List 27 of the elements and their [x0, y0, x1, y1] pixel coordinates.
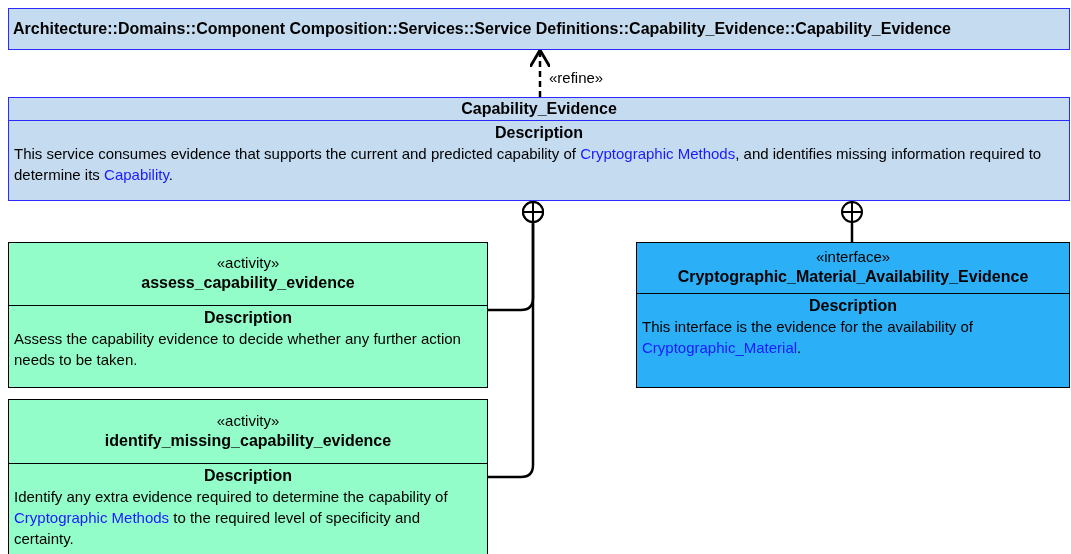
- stereotype-label: «activity»: [216, 411, 280, 430]
- package-box: [8, 8, 1070, 50]
- connector: [488, 201, 544, 479]
- section-heading: Description: [204, 466, 292, 486]
- class-box: [8, 242, 488, 388]
- class-box: [8, 399, 488, 554]
- edge-label: «refine»: [548, 69, 605, 86]
- description-text: This service consumes evidence that supports the current and predicted capability of Cryptographic Methods, and identifies missing information required to determine its Capability.: [14, 144, 1043, 185]
- section-heading: Description: [204, 308, 292, 328]
- element-name: assess_capability_evidence: [141, 273, 355, 293]
- section-heading: Description: [809, 296, 897, 316]
- link: Capability: [104, 166, 169, 183]
- description-text: Identify any extra evidence required to determine the capability of Cryptographic Methods to the required level of specificity and certainty.: [14, 487, 449, 549]
- description-text: Assess the capability evidence to decide whether any further action needs to be taken.: [14, 329, 462, 370]
- element-name: Capability_Evidence: [461, 99, 617, 119]
- link: Cryptographic_Material: [642, 339, 798, 356]
- element-name: Architecture::Domains::Component Composition::Services::Service Definitions::Capability_Evidence::Capability_Evidence: [13, 19, 951, 39]
- package-box: [8, 97, 1070, 201]
- element-name: identify_missing_capability_evidence: [104, 430, 392, 451]
- description-text: This interface is the evidence for the availability of Cryptographic_Material.: [642, 317, 974, 358]
- dashed-arrow: [528, 48, 552, 97]
- stereotype-label: «interface»: [815, 248, 891, 266]
- element-name: Cryptographic_Material_Availability_Evidence: [677, 267, 1029, 287]
- class-box: [636, 242, 1070, 388]
- stereotype-label: «activity»: [216, 254, 280, 272]
- link: Cryptographic Methods: [14, 509, 170, 526]
- section-heading: Description: [495, 123, 583, 143]
